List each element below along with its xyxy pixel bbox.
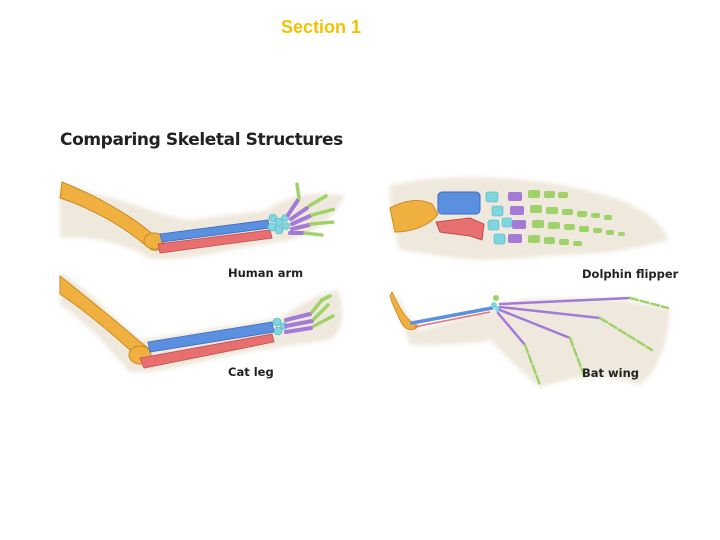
cat-metacarpals [284,312,314,334]
flipper-humerus-bone [389,200,439,233]
slide-title: Section 1 [280,17,362,37]
human-phalanges [295,182,337,237]
label-bat-wing: Bat wing [582,366,639,380]
flipper-ulna-bone [435,217,485,241]
human-carpals [267,213,290,235]
label-human-arm: Human arm [228,266,303,280]
flipper-metacarpals [508,192,526,243]
bat-radius-bone [410,306,494,325]
bat-metacarpals [496,296,632,347]
human-arm-silhouette [60,190,345,260]
flipper-radius-bone [437,191,481,215]
human-arm-illustration: Human arm [59,181,345,280]
ulna-bone [157,229,273,254]
bat-humerus-bone [389,291,419,330]
label-dolphin-flipper: Dolphin flipper [582,267,679,281]
bat-thumb [493,295,499,301]
cat-phalanges [310,294,335,328]
cat-leg-illustration: Cat leg [59,272,343,379]
flipper-carpals [485,191,513,245]
diagram-title: Comparing Skeletal Structures [60,130,343,150]
bat-ulna-bone [413,311,491,328]
bat-wing-illustration: Bat wing [389,285,670,388]
dolphin-flipper-illustration: Dolphin flipper [389,177,679,281]
cat-ulna-bone [139,333,275,369]
label-cat-leg: Cat leg [228,365,274,379]
human-metacarpals [286,198,312,235]
wing-membrane [390,285,670,388]
bat-phalanges [523,296,670,387]
flipper-phalanges [528,190,625,246]
